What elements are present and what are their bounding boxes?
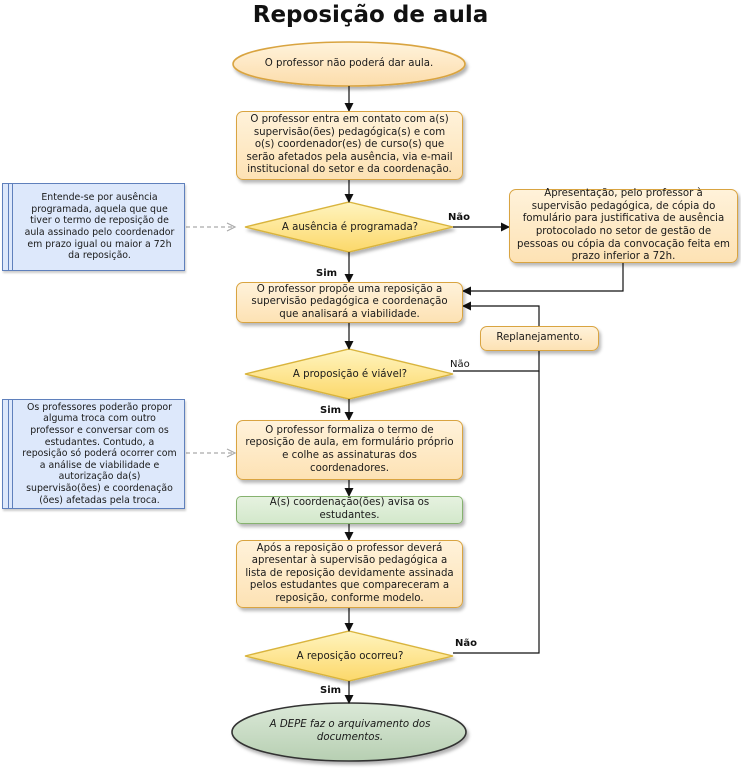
propose-step: O professor propõe uma reposição a super… <box>236 282 463 323</box>
formalize-step: O professor formaliza o termo de reposiç… <box>236 420 463 480</box>
note-arrowhead-programmed <box>226 222 237 232</box>
note-arrowhead-exchange <box>226 448 237 458</box>
presentation-step: Apresentação, pelo professor à supervisã… <box>509 188 738 263</box>
label-sim-programmed: Sim <box>316 268 338 279</box>
note-programmed-absence: Entende-se por ausência programada, aque… <box>2 183 185 271</box>
label-sim-viable: Sim <box>320 405 342 416</box>
label-nao-viable: Não <box>450 359 470 370</box>
label-sim-occurred: Sim <box>320 685 342 696</box>
contact-step: O professor entra em contato com a(s) su… <box>236 111 463 180</box>
note-teacher-exchange: Os professores poderão propor alguma tro… <box>2 399 185 509</box>
page-title: Reposição de aula <box>252 2 489 28</box>
replan-step: Replanejamento. <box>480 326 599 351</box>
label-nao-occurred: Não <box>455 638 477 649</box>
end-terminal: A DEPE faz o arquivamento dos documentos… <box>269 719 431 743</box>
decision-occurred: A reposição ocorreu? <box>296 650 404 662</box>
connector-presentation-propose <box>462 263 624 296</box>
decision-viable: A proposição é viável? <box>292 368 408 380</box>
decision-programmed: A ausência é programada? <box>281 221 419 233</box>
connector-nao-occurred-loop <box>453 371 540 654</box>
label-nao-programmed: Não <box>448 212 470 223</box>
after-step: Após a reposição o professor deverá apre… <box>236 540 463 608</box>
notify-step: A(s) coordenação(ões) avisa os estudante… <box>236 496 463 524</box>
start-terminal: O professor não poderá dar aula. <box>264 57 434 69</box>
